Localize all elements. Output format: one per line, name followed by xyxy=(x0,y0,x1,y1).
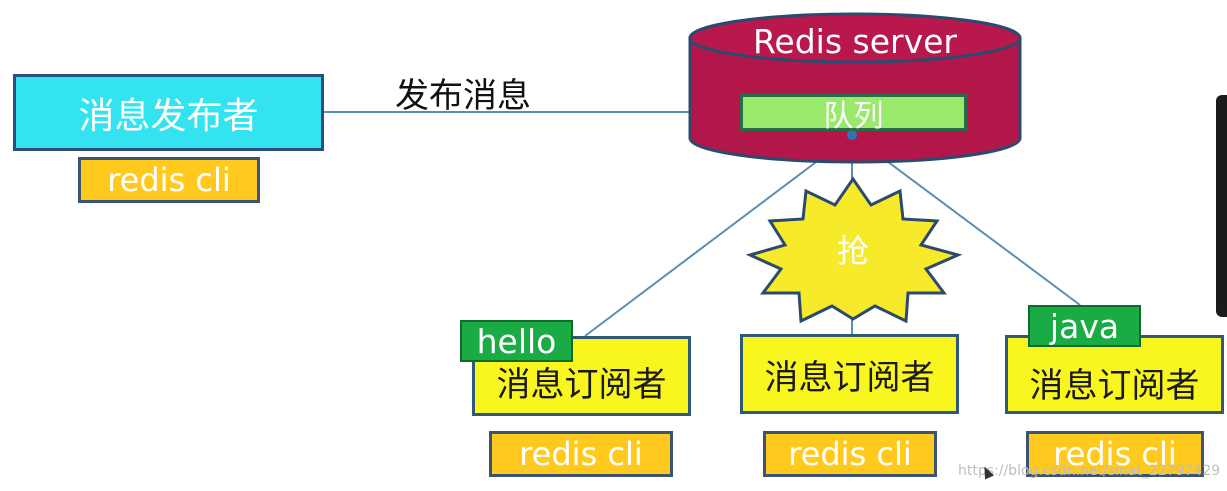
publisher-client-box: redis cli xyxy=(78,157,260,203)
publisher-client-label: redis cli xyxy=(107,161,231,199)
subscriber-label-2: 消息订阅者 xyxy=(764,357,935,398)
cylinder-top xyxy=(688,12,1022,64)
scroll-edge-handle[interactable] xyxy=(1216,95,1227,317)
message-tag-hello: hello xyxy=(460,320,573,362)
subscriber-client-box-2: redis cli xyxy=(763,431,937,477)
edge-to-subscriber-1 xyxy=(584,134,853,337)
publisher-box: 消息发布者 xyxy=(13,74,324,151)
subscriber-client-label-3: redis cli xyxy=(1053,435,1177,473)
queue-label: 队列 xyxy=(823,98,884,134)
message-tag-hello-label: hello xyxy=(476,321,557,361)
subscriber-label-1: 消息订阅者 xyxy=(496,364,667,405)
contention-burst xyxy=(745,176,963,324)
message-tag-java: java xyxy=(1028,305,1141,347)
publish-edge-label: 发布消息 xyxy=(395,76,531,116)
queue-box: 队列 xyxy=(740,94,967,134)
subscriber-box-3: 消息订阅者 xyxy=(1005,335,1224,414)
subscriber-client-label-2: redis cli xyxy=(788,435,912,473)
subscriber-box-2: 消息订阅者 xyxy=(740,334,959,414)
redis-server-title: Redis server xyxy=(752,22,957,61)
subscriber-client-box-1: redis cli xyxy=(489,431,673,477)
message-tag-java-label: java xyxy=(1049,306,1120,346)
subscriber-label-3: 消息订阅者 xyxy=(1029,366,1200,406)
queue-connection-dot xyxy=(847,130,857,140)
publisher-label: 消息发布者 xyxy=(78,95,259,137)
subscriber-client-label-1: redis cli xyxy=(519,435,643,473)
contention-label: 抢 xyxy=(836,232,869,270)
watermark-url: https://blog.csdn.net/sinat_22797429 xyxy=(958,463,1221,479)
edge-to-subscriber-3 xyxy=(851,134,1081,306)
subscriber-client-box-3: redis cli xyxy=(1026,431,1204,477)
subscriber-box-1: 消息订阅者 xyxy=(472,336,691,416)
